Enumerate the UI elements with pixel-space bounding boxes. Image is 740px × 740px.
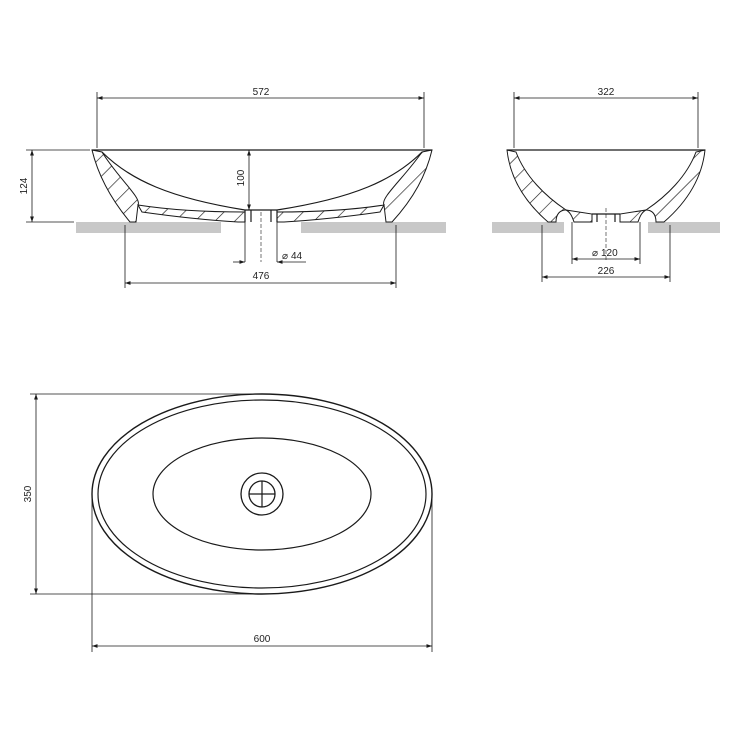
dim-front-top-width-label: 572 (253, 87, 270, 98)
dim-side-top-width-label: 322 (598, 87, 615, 98)
dim-front-base-width-label: 476 (253, 271, 270, 282)
dim-side-drain-diameter-symbol: ⌀ (592, 248, 598, 259)
countertop-right (648, 222, 720, 233)
bowl-wall-right-section (383, 149, 433, 223)
bowl-inner-outline (92, 149, 432, 211)
dim-plan-width-label: 350 (23, 485, 34, 502)
plan-view: 350 600 (23, 393, 433, 652)
countertop-right (301, 222, 446, 233)
dim-side-base-width-label: 226 (598, 266, 615, 277)
dim-front-height-label: 124 (19, 177, 30, 194)
front-view: 572 124 100 ⌀ 44 476 (19, 87, 446, 288)
countertop-left (492, 222, 564, 233)
countertop-left (76, 222, 221, 233)
dim-front-drain-label: 44 (291, 251, 303, 262)
side-bottom-section (565, 209, 647, 223)
dim-front-depth-label: 100 (236, 169, 247, 186)
dim-side-drain-label: 120 (601, 248, 618, 259)
dim-plan-length-label: 600 (254, 634, 271, 645)
bowl-wall-left-section (91, 149, 139, 223)
drain-icon (240, 472, 284, 516)
side-view: 322 ⌀ 120 226 (492, 87, 720, 282)
dim-front-drain-diameter-symbol: ⌀ (282, 251, 288, 262)
basin-bowl-floor (152, 437, 372, 551)
side-wall-left-section (506, 149, 568, 223)
basin-rim-inner (97, 399, 427, 589)
drain-throat (244, 209, 278, 222)
side-wall-right-section (644, 149, 706, 223)
